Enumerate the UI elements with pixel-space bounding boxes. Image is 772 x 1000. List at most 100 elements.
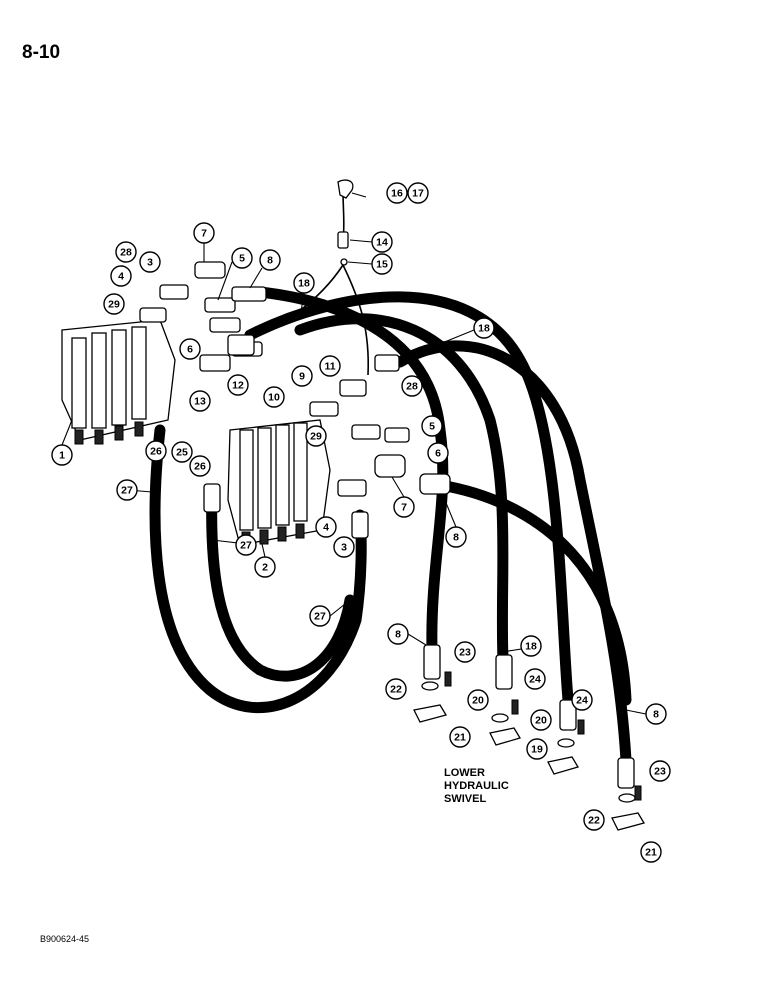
callout-circle xyxy=(524,668,546,690)
callout-circle xyxy=(189,390,211,412)
callout-circle xyxy=(401,375,423,397)
lower-hydraulic-swivel-label: LOWER HYDRAULIC SWIVEL xyxy=(444,767,509,806)
callout-circle xyxy=(305,425,327,447)
callout-number: 5 xyxy=(239,253,245,265)
callout-1: 1 xyxy=(51,444,73,466)
callout-number: 20 xyxy=(472,695,484,707)
callout-circle xyxy=(293,272,315,294)
callout-number: 18 xyxy=(478,323,490,335)
callout-number: 18 xyxy=(298,278,310,290)
callout-circle xyxy=(227,374,249,396)
callout-17: 17 xyxy=(407,182,429,204)
callout-circle xyxy=(235,534,257,556)
leader-lines xyxy=(61,192,647,715)
callout-number: 20 xyxy=(535,715,547,727)
callout-8: 8 xyxy=(445,526,467,548)
callout-number: 2 xyxy=(262,562,268,574)
callout-number: 23 xyxy=(459,647,471,659)
callout-number: 9 xyxy=(299,371,305,383)
callout-6: 6 xyxy=(427,442,449,464)
callout-circle xyxy=(526,738,548,760)
swivel-label-line-2: HYDRAULIC xyxy=(444,780,509,792)
callout-circle xyxy=(115,241,137,263)
callout-13: 13 xyxy=(189,390,211,412)
callout-circle xyxy=(467,689,489,711)
callout-circle xyxy=(371,231,393,253)
callout-number: 12 xyxy=(232,380,244,392)
callout-circle xyxy=(520,635,542,657)
callout-3: 3 xyxy=(333,536,355,558)
callout-number: 21 xyxy=(454,732,466,744)
callout-circle xyxy=(193,222,215,244)
callout-circle xyxy=(445,526,467,548)
callout-number: 3 xyxy=(341,542,347,554)
callout-23: 23 xyxy=(454,641,476,663)
callout-number: 13 xyxy=(194,396,206,408)
callout-number: 11 xyxy=(324,361,335,373)
callout-26: 26 xyxy=(145,440,167,462)
callout-number: 4 xyxy=(118,271,124,283)
callout-circle xyxy=(291,365,313,387)
hose-18-upper xyxy=(244,291,574,706)
callout-21: 21 xyxy=(640,841,662,863)
callout-4: 4 xyxy=(110,265,132,287)
callout-number: 6 xyxy=(187,344,193,356)
callout-circle xyxy=(309,605,331,627)
callout-24: 24 xyxy=(524,668,546,690)
callout-number: 15 xyxy=(376,259,388,271)
callout-24: 24 xyxy=(571,689,593,711)
callout-22: 22 xyxy=(385,678,407,700)
callout-28: 28 xyxy=(401,375,423,397)
callout-number: 27 xyxy=(121,485,133,497)
callout-number: 22 xyxy=(390,684,402,696)
callout-number: 24 xyxy=(576,695,588,707)
callout-number: 22 xyxy=(588,815,600,827)
callout-circle xyxy=(139,251,161,273)
callout-number: 21 xyxy=(645,847,657,859)
callout-circle xyxy=(421,415,443,437)
callout-number: 27 xyxy=(240,540,252,552)
callout-number: 7 xyxy=(201,228,207,240)
callout-8: 8 xyxy=(387,623,409,645)
callout-number: 14 xyxy=(376,237,388,249)
callout-circle xyxy=(385,678,407,700)
callout-19: 19 xyxy=(526,738,548,760)
callout-number: 3 xyxy=(147,257,153,269)
callout-number: 26 xyxy=(150,446,162,458)
callout-circle xyxy=(387,623,409,645)
swivel-label-line-1: LOWER xyxy=(444,767,485,779)
callout-number: 6 xyxy=(435,448,441,460)
callout-circle xyxy=(319,355,341,377)
callout-number: 1 xyxy=(59,450,65,462)
callout-circle xyxy=(530,709,552,731)
callout-number: 28 xyxy=(120,247,132,259)
callout-number: 28 xyxy=(406,381,418,393)
callout-circle xyxy=(371,253,393,275)
callout-circle xyxy=(386,182,408,204)
callout-circle xyxy=(333,536,355,558)
callout-number: 5 xyxy=(429,421,435,433)
callout-18: 18 xyxy=(293,272,315,294)
valve-2 xyxy=(227,419,331,547)
callout-circle xyxy=(254,556,276,578)
callout-circle xyxy=(259,249,281,271)
callout-18: 18 xyxy=(520,635,542,657)
callout-number: 17 xyxy=(412,188,424,200)
callout-5: 5 xyxy=(421,415,443,437)
callout-25: 25 xyxy=(171,441,193,463)
callout-28: 28 xyxy=(115,241,137,263)
callout-circle xyxy=(110,265,132,287)
callout-27: 27 xyxy=(116,479,138,501)
callout-circle xyxy=(116,479,138,501)
hose-18-right xyxy=(394,340,632,766)
fittings xyxy=(139,179,646,831)
callout-11: 11 xyxy=(319,355,341,377)
callout-number: 10 xyxy=(268,392,280,404)
callout-number: 8 xyxy=(453,532,459,544)
callout-23: 23 xyxy=(649,760,671,782)
valve-1 xyxy=(61,319,176,445)
callout-number: 16 xyxy=(391,188,403,200)
callout-9: 9 xyxy=(291,365,313,387)
